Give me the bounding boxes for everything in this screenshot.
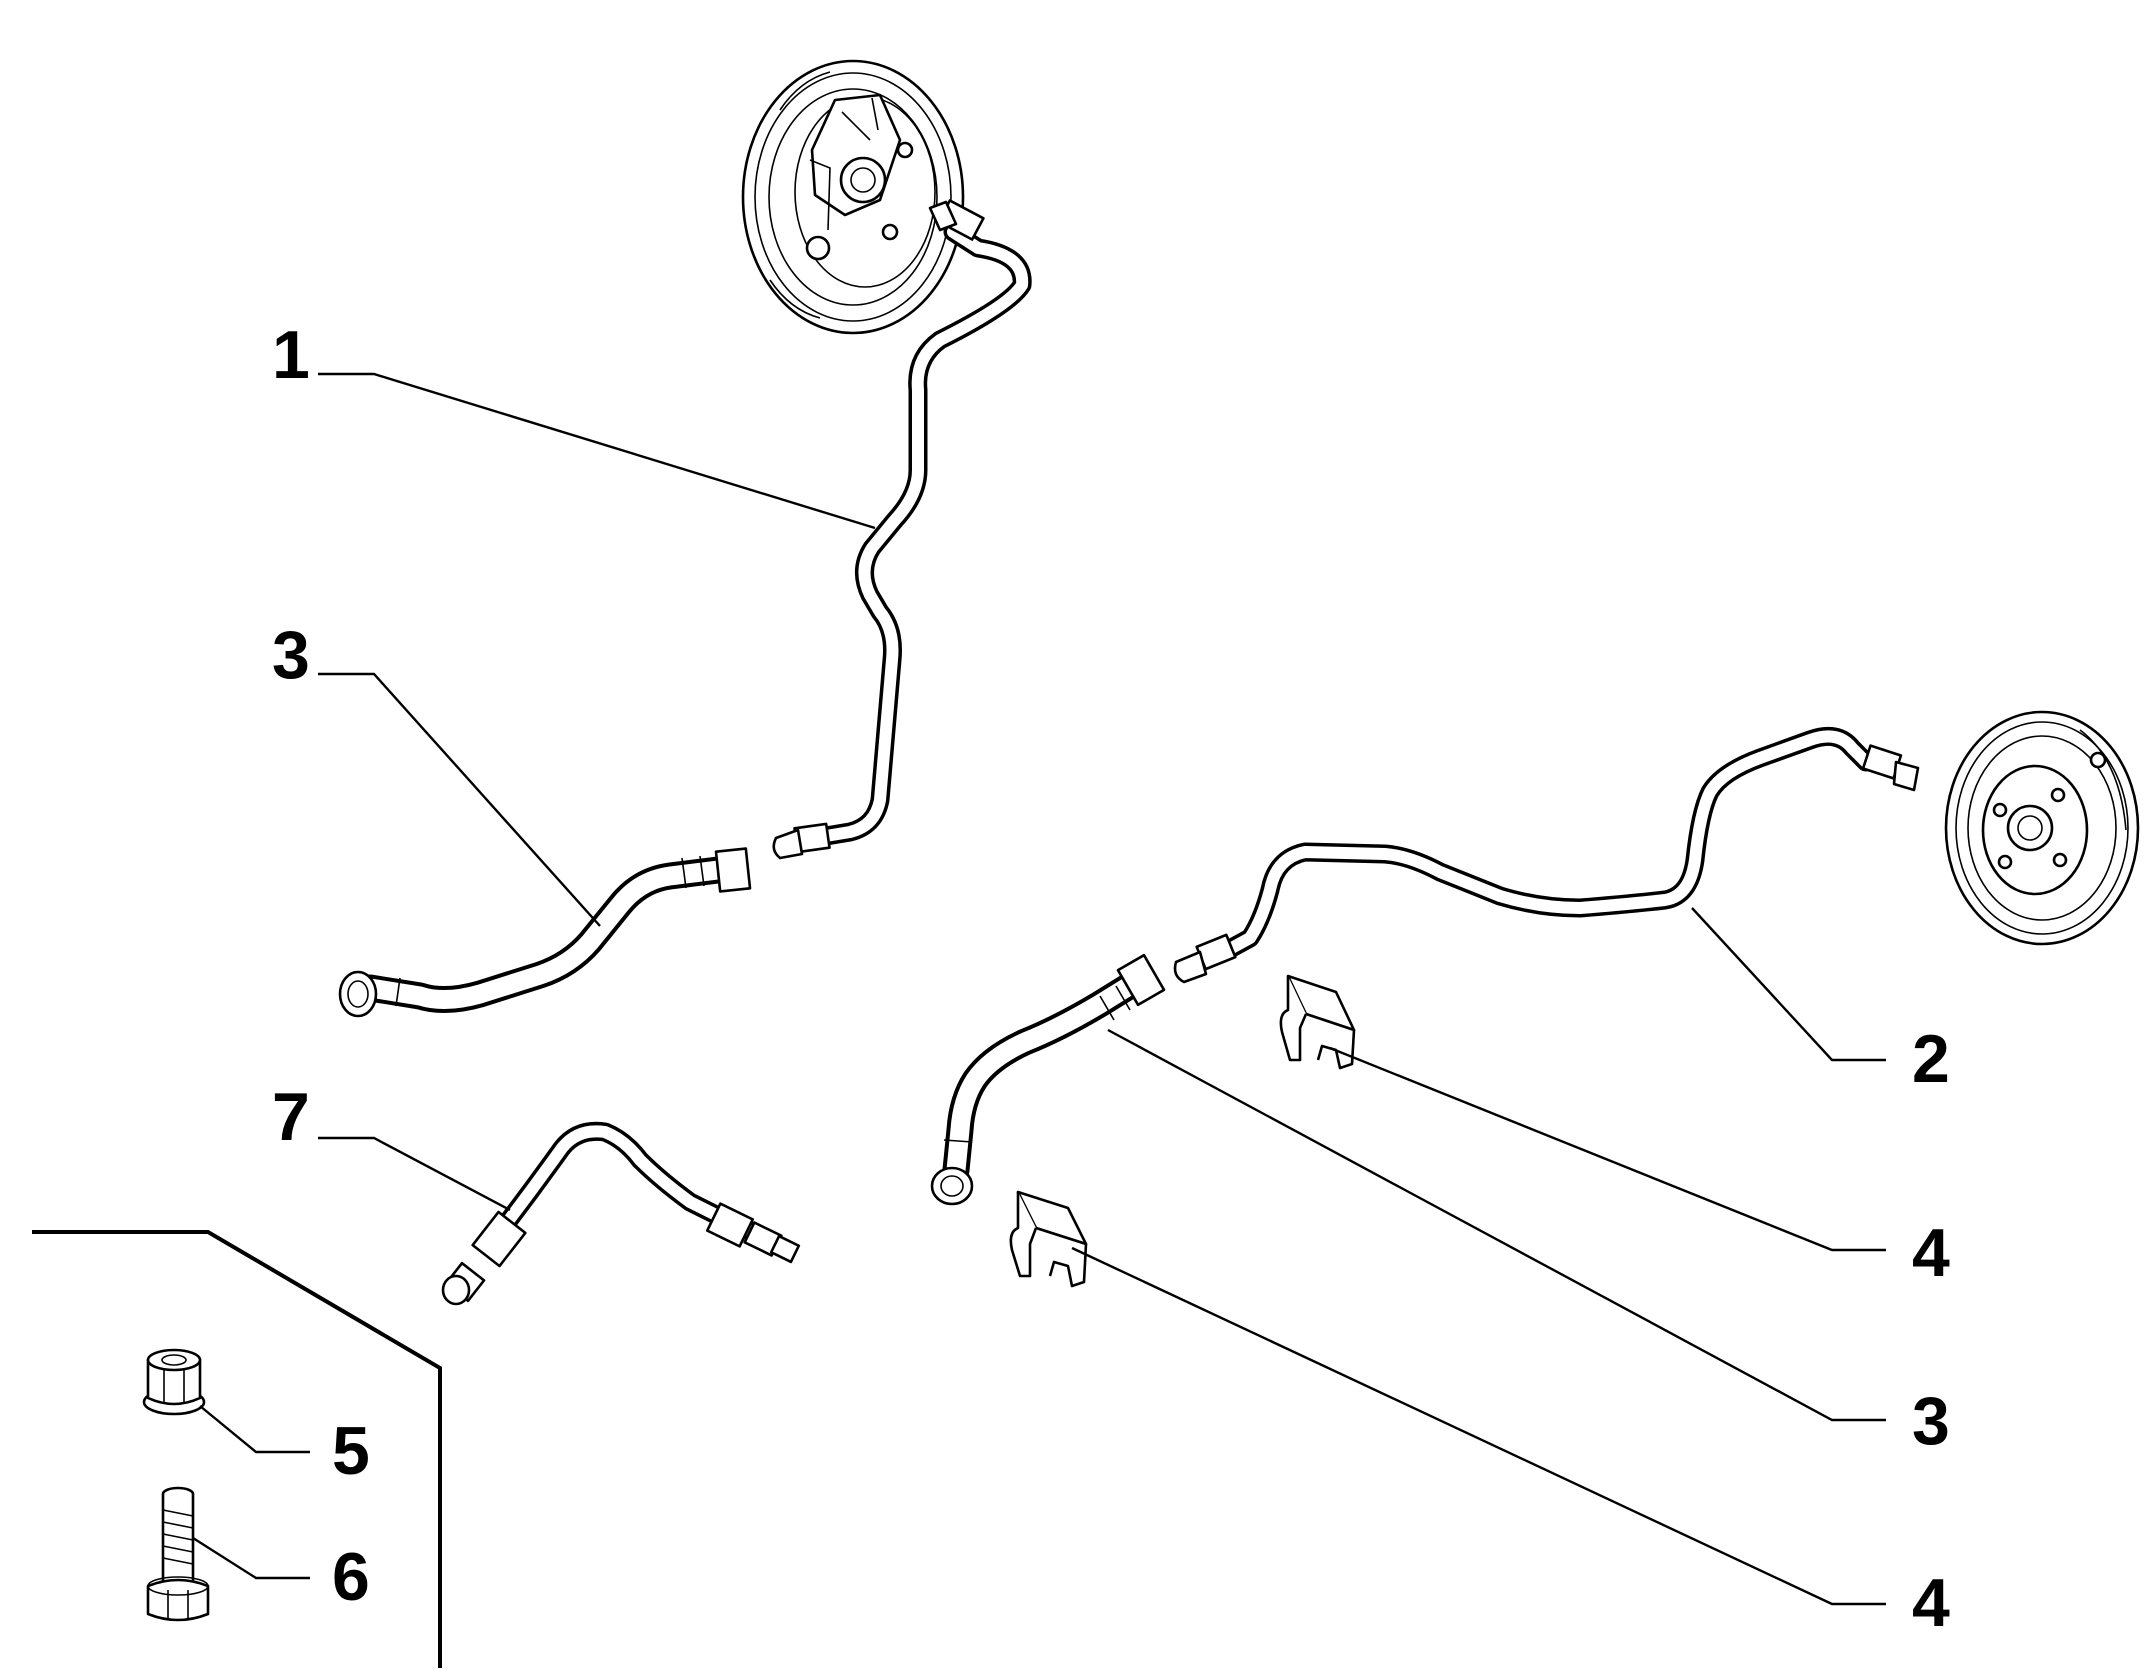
leader-7 — [318, 1136, 511, 1212]
leader-2 — [1691, 907, 1886, 1062]
flexible-hose-3-left — [338, 847, 752, 1018]
callout-1: 1 — [272, 317, 310, 393]
section-divider — [32, 1230, 442, 1668]
leader-3-left — [318, 672, 601, 927]
leader-4-lower — [1071, 1246, 1886, 1606]
callout-3-left: 3 — [272, 617, 310, 693]
callout-7: 7 — [272, 1079, 310, 1155]
flexible-hose-3-right — [930, 953, 1166, 1206]
callout-6: 6 — [332, 1539, 370, 1615]
callout-2: 2 — [1912, 1021, 1950, 1097]
callout-3-right: 3 — [1912, 1383, 1950, 1459]
brake-pipe-2 — [1173, 726, 1920, 984]
leader-3-right — [1107, 1028, 1886, 1422]
brake-drum-right — [1944, 710, 2140, 946]
hex-bolt-6 — [146, 1486, 210, 1622]
brake-backplate-top — [741, 59, 965, 335]
callout-4-upper: 4 — [1912, 1215, 1950, 1291]
leader-4-upper — [1329, 1046, 1886, 1252]
leader-6 — [192, 1536, 310, 1580]
brake-pipe-1 — [772, 199, 1032, 860]
retaining-clip-4-upper — [1279, 974, 1356, 1070]
callout-4-lower: 4 — [1912, 1565, 1950, 1641]
brake-pipe-7 — [441, 1121, 801, 1306]
callout-5: 5 — [332, 1413, 370, 1489]
hex-nut-5 — [142, 1348, 206, 1416]
leader-1 — [318, 372, 876, 530]
retaining-clip-4-lower — [1009, 1190, 1088, 1288]
leader-5 — [199, 1405, 310, 1454]
